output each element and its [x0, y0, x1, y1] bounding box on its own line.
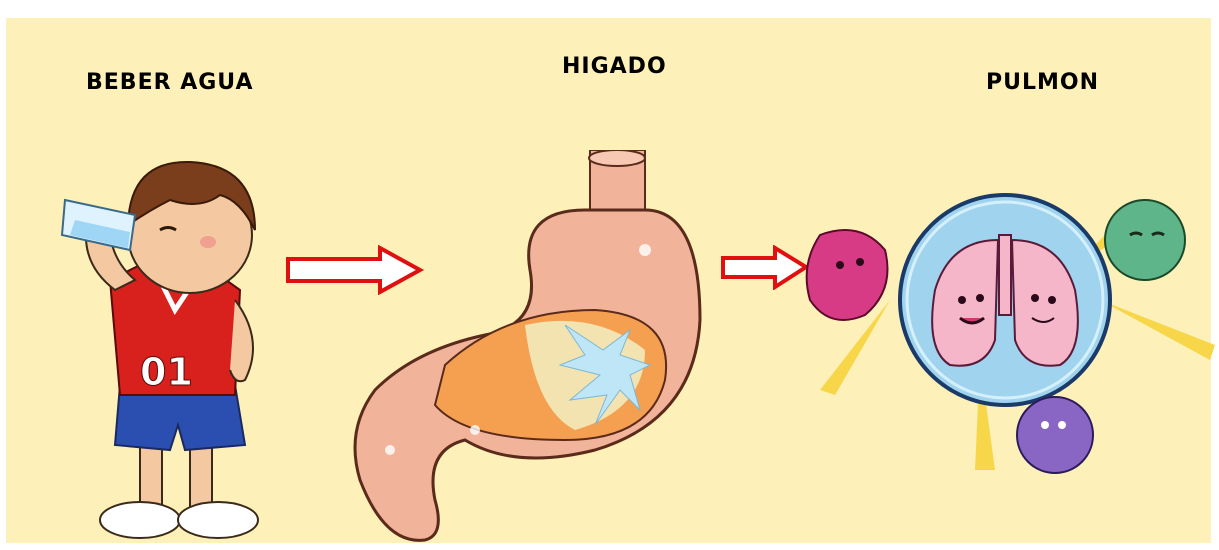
- label-lung: PULMON: [986, 70, 1099, 95]
- arrow-right-icon: [720, 245, 810, 290]
- label-drink-water: BEBER AGUA: [86, 70, 254, 95]
- lungs-illustration: [800, 180, 1215, 480]
- boy-drinking-illustration: 01: [40, 140, 290, 545]
- jersey-number: 01: [140, 350, 193, 394]
- stomach-illustration: [345, 150, 725, 545]
- label-liver: HIGADO: [562, 54, 667, 79]
